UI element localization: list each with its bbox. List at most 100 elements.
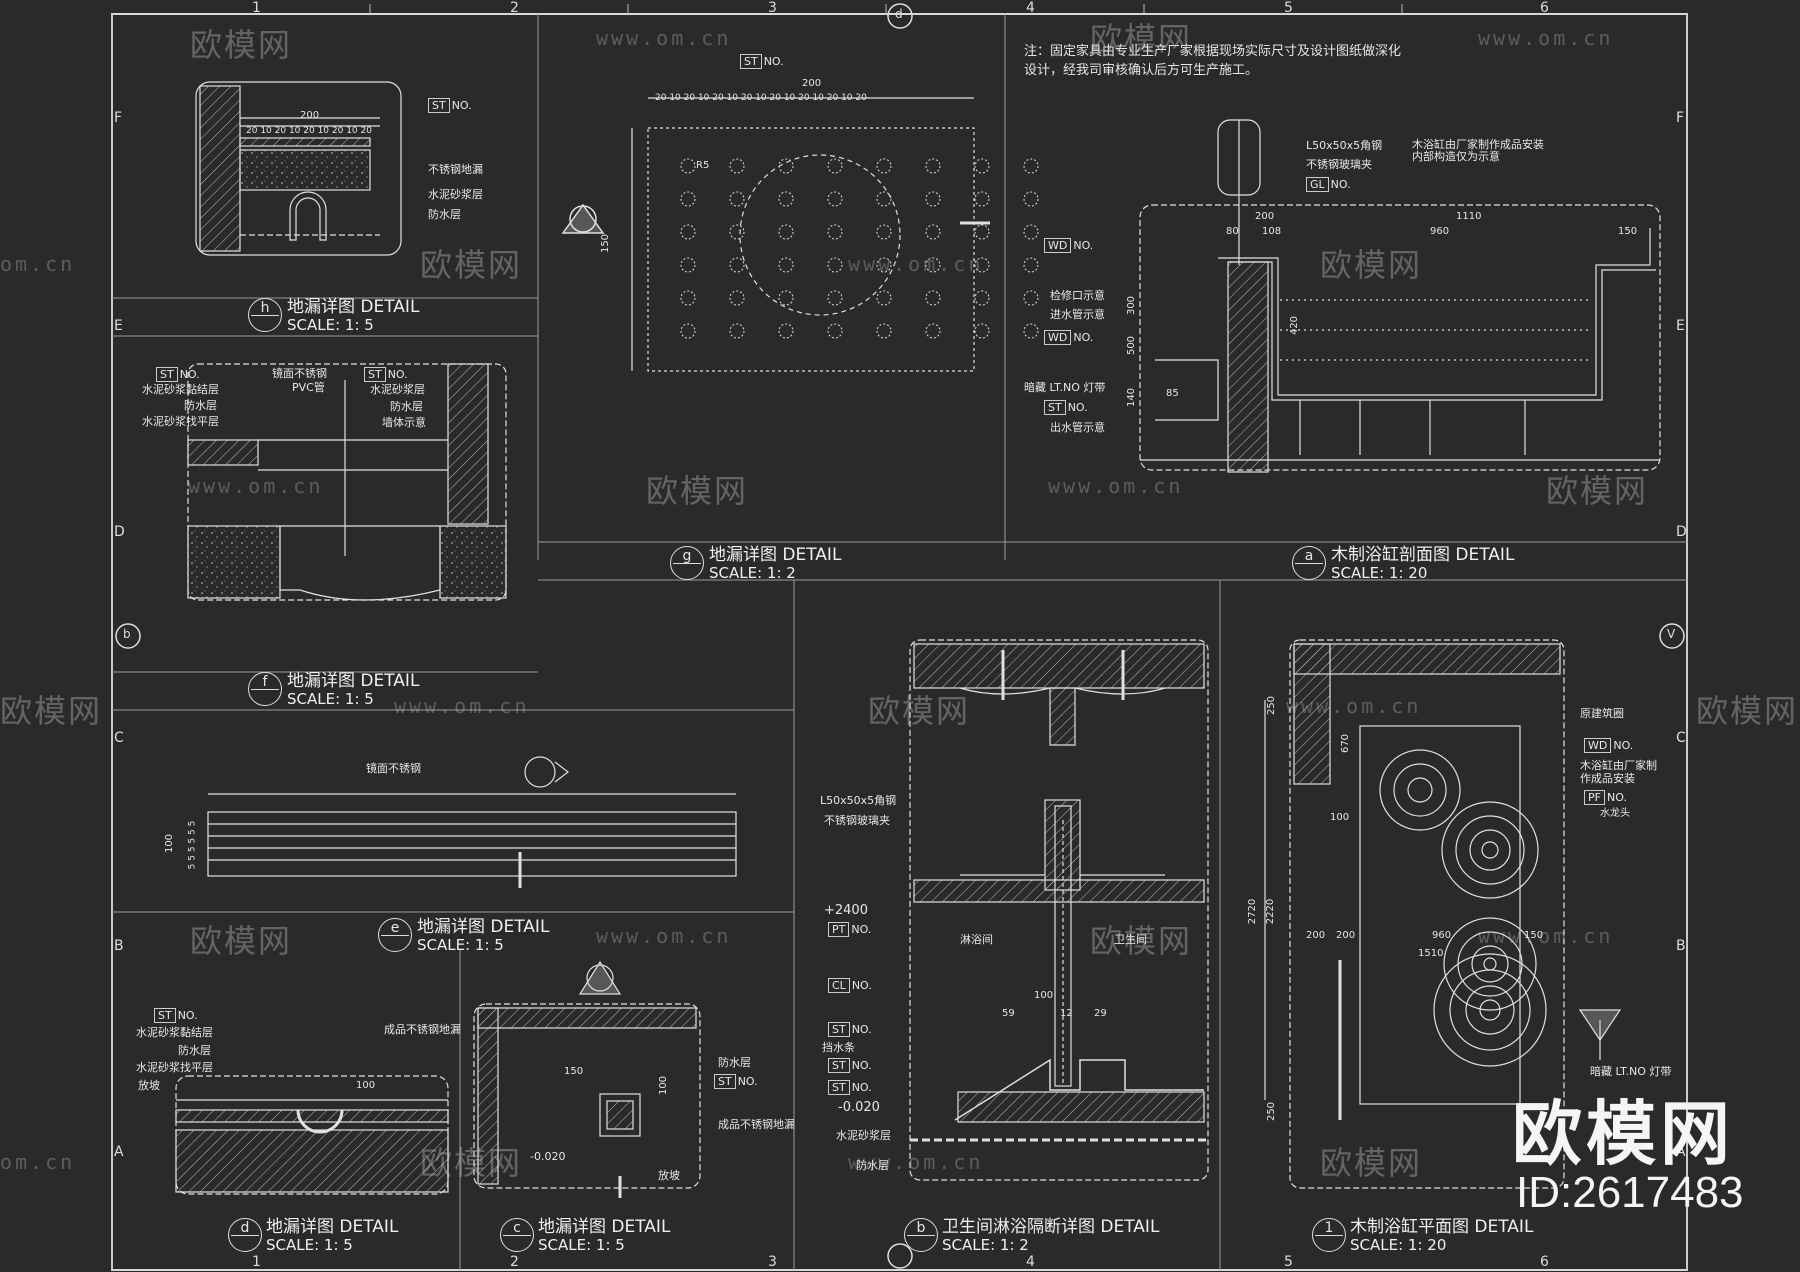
detail-1-drawing [1264, 639, 1622, 1189]
label-d-slope: 放坡 [138, 1079, 160, 1092]
drain-hole [729, 158, 745, 174]
fabrication-note: 注：固定家具由专业生产厂家根据现场实际尺寸及设计图纸做深化设计，经我司审核确认后… [1024, 44, 1402, 78]
grid-row-b-right: B [1676, 938, 1686, 954]
label-a-tub-note2: 内部构造仅为示意 [1412, 150, 1500, 163]
dim-a-150: 150 [1618, 226, 1638, 237]
drain-hole [680, 191, 696, 207]
dim-a-960: 960 [1430, 226, 1450, 237]
drain-hole [925, 191, 941, 207]
label-p-tub: 木浴缸由厂家制 [1580, 759, 1657, 772]
drain-hole [680, 224, 696, 240]
detail-e-marker: e [378, 918, 412, 952]
drain-hole [974, 257, 990, 273]
grid-col-5-bottom: 5 [1284, 1254, 1293, 1270]
label-b-mortar: 水泥砂浆层 [836, 1129, 891, 1142]
drain-hole [827, 323, 843, 339]
watermark-url-2: www.om.cn [1478, 26, 1614, 50]
grid-col-1: 1 [252, 0, 261, 16]
detail-h-marker: h [248, 298, 282, 332]
drain-hole [1023, 224, 1039, 240]
detail-f-drawing [187, 363, 507, 601]
dim-p-200-a: 200 [1306, 930, 1326, 941]
watermark-url-3: www.om.cn [848, 252, 984, 276]
drain-hole [876, 323, 892, 339]
drain-hole [925, 290, 941, 306]
grid-row-c-right: C [1676, 730, 1686, 746]
grid-row-a-right: A [1676, 1144, 1686, 1160]
dim-p-150: 150 [1524, 930, 1544, 941]
watermark-brand-7: 欧模网 [0, 692, 103, 730]
watermark-brand-6: 欧模网 [1546, 472, 1649, 510]
detail-a-drawing [1139, 119, 1661, 473]
drain-hole [729, 323, 745, 339]
grid-col-1-bottom: 1 [252, 1254, 261, 1270]
drain-hole [680, 257, 696, 273]
dim-c-150: 150 [564, 1066, 584, 1077]
label-c-drain: 成品不锈钢地漏 [718, 1118, 795, 1131]
watermark-brand-11: 欧模网 [1090, 922, 1193, 960]
label-f-level: 水泥砂浆找平层 [142, 415, 219, 428]
sheet-marker-v: V [1667, 627, 1676, 641]
label-a-tub-note: 木浴缸由厂家制作成品安装 [1412, 138, 1544, 151]
detail-d-marker: d [228, 1218, 262, 1252]
drain-hole [1023, 158, 1039, 174]
detail-d-drawing [175, 1075, 449, 1195]
dim-p-100: 100 [1330, 812, 1350, 823]
drain-hole [876, 191, 892, 207]
label-b-shower: 淋浴间 [960, 933, 993, 946]
label-f-pvc: PVC管 [292, 381, 325, 394]
label-p-tub2: 作成品安装 [1580, 772, 1635, 785]
grid-row-e-right: E [1676, 318, 1685, 334]
drain-hole [778, 257, 794, 273]
dim-a-1110: 1110 [1456, 211, 1482, 222]
dim-b-12: 12 [1060, 1008, 1073, 1019]
label-f-water2: 防水层 [390, 400, 423, 413]
dim-p-670: 670 [1340, 733, 1352, 754]
dim-p-1510: 1510 [1418, 948, 1444, 959]
drain-hole [925, 224, 941, 240]
drain-hole [729, 191, 745, 207]
drain-hole [876, 290, 892, 306]
label-a-outlet: 出水管示意 [1050, 421, 1105, 434]
watermark-short-2: om.cn [0, 1150, 76, 1174]
label-f-water: 防水层 [184, 399, 217, 412]
dim-g-200: 200 [802, 78, 822, 89]
label-a-angle: L50x50x5角钢 [1306, 139, 1383, 152]
detail-g-marker: g [670, 546, 704, 580]
grid-row-d-right: D [1676, 524, 1687, 540]
label-h-mortar: 水泥砂浆层 [428, 188, 483, 201]
detail-a-marker: a [1292, 546, 1326, 580]
drain-hole [827, 191, 843, 207]
detail-c-marker: c [500, 1218, 534, 1252]
drain-hole [974, 158, 990, 174]
label-a-access: 检修口示意 [1050, 289, 1105, 302]
grid-row-e: E [114, 318, 123, 334]
drain-hole [729, 224, 745, 240]
drain-hole [876, 158, 892, 174]
dim-b-100: 100 [1034, 990, 1054, 1001]
label-d-drain: 成品不锈钢地漏 [384, 1023, 461, 1036]
dim-b-59: 59 [1002, 1008, 1015, 1019]
drain-hole [876, 257, 892, 273]
watermark-brand-12: 欧模网 [420, 1144, 523, 1182]
drain-hole [974, 323, 990, 339]
watermark-brand-8: 欧模网 [868, 692, 971, 730]
dim-a-140: 140 [1126, 387, 1138, 408]
watermark-brand-9: 欧模网 [1696, 692, 1799, 730]
label-f-wall: 墙体示意 [382, 416, 426, 429]
detail-c-drawing [473, 960, 701, 1198]
label-f-bond: 水泥砂浆黏结层 [142, 383, 219, 396]
watermark-brand-3: 欧模网 [420, 246, 523, 284]
